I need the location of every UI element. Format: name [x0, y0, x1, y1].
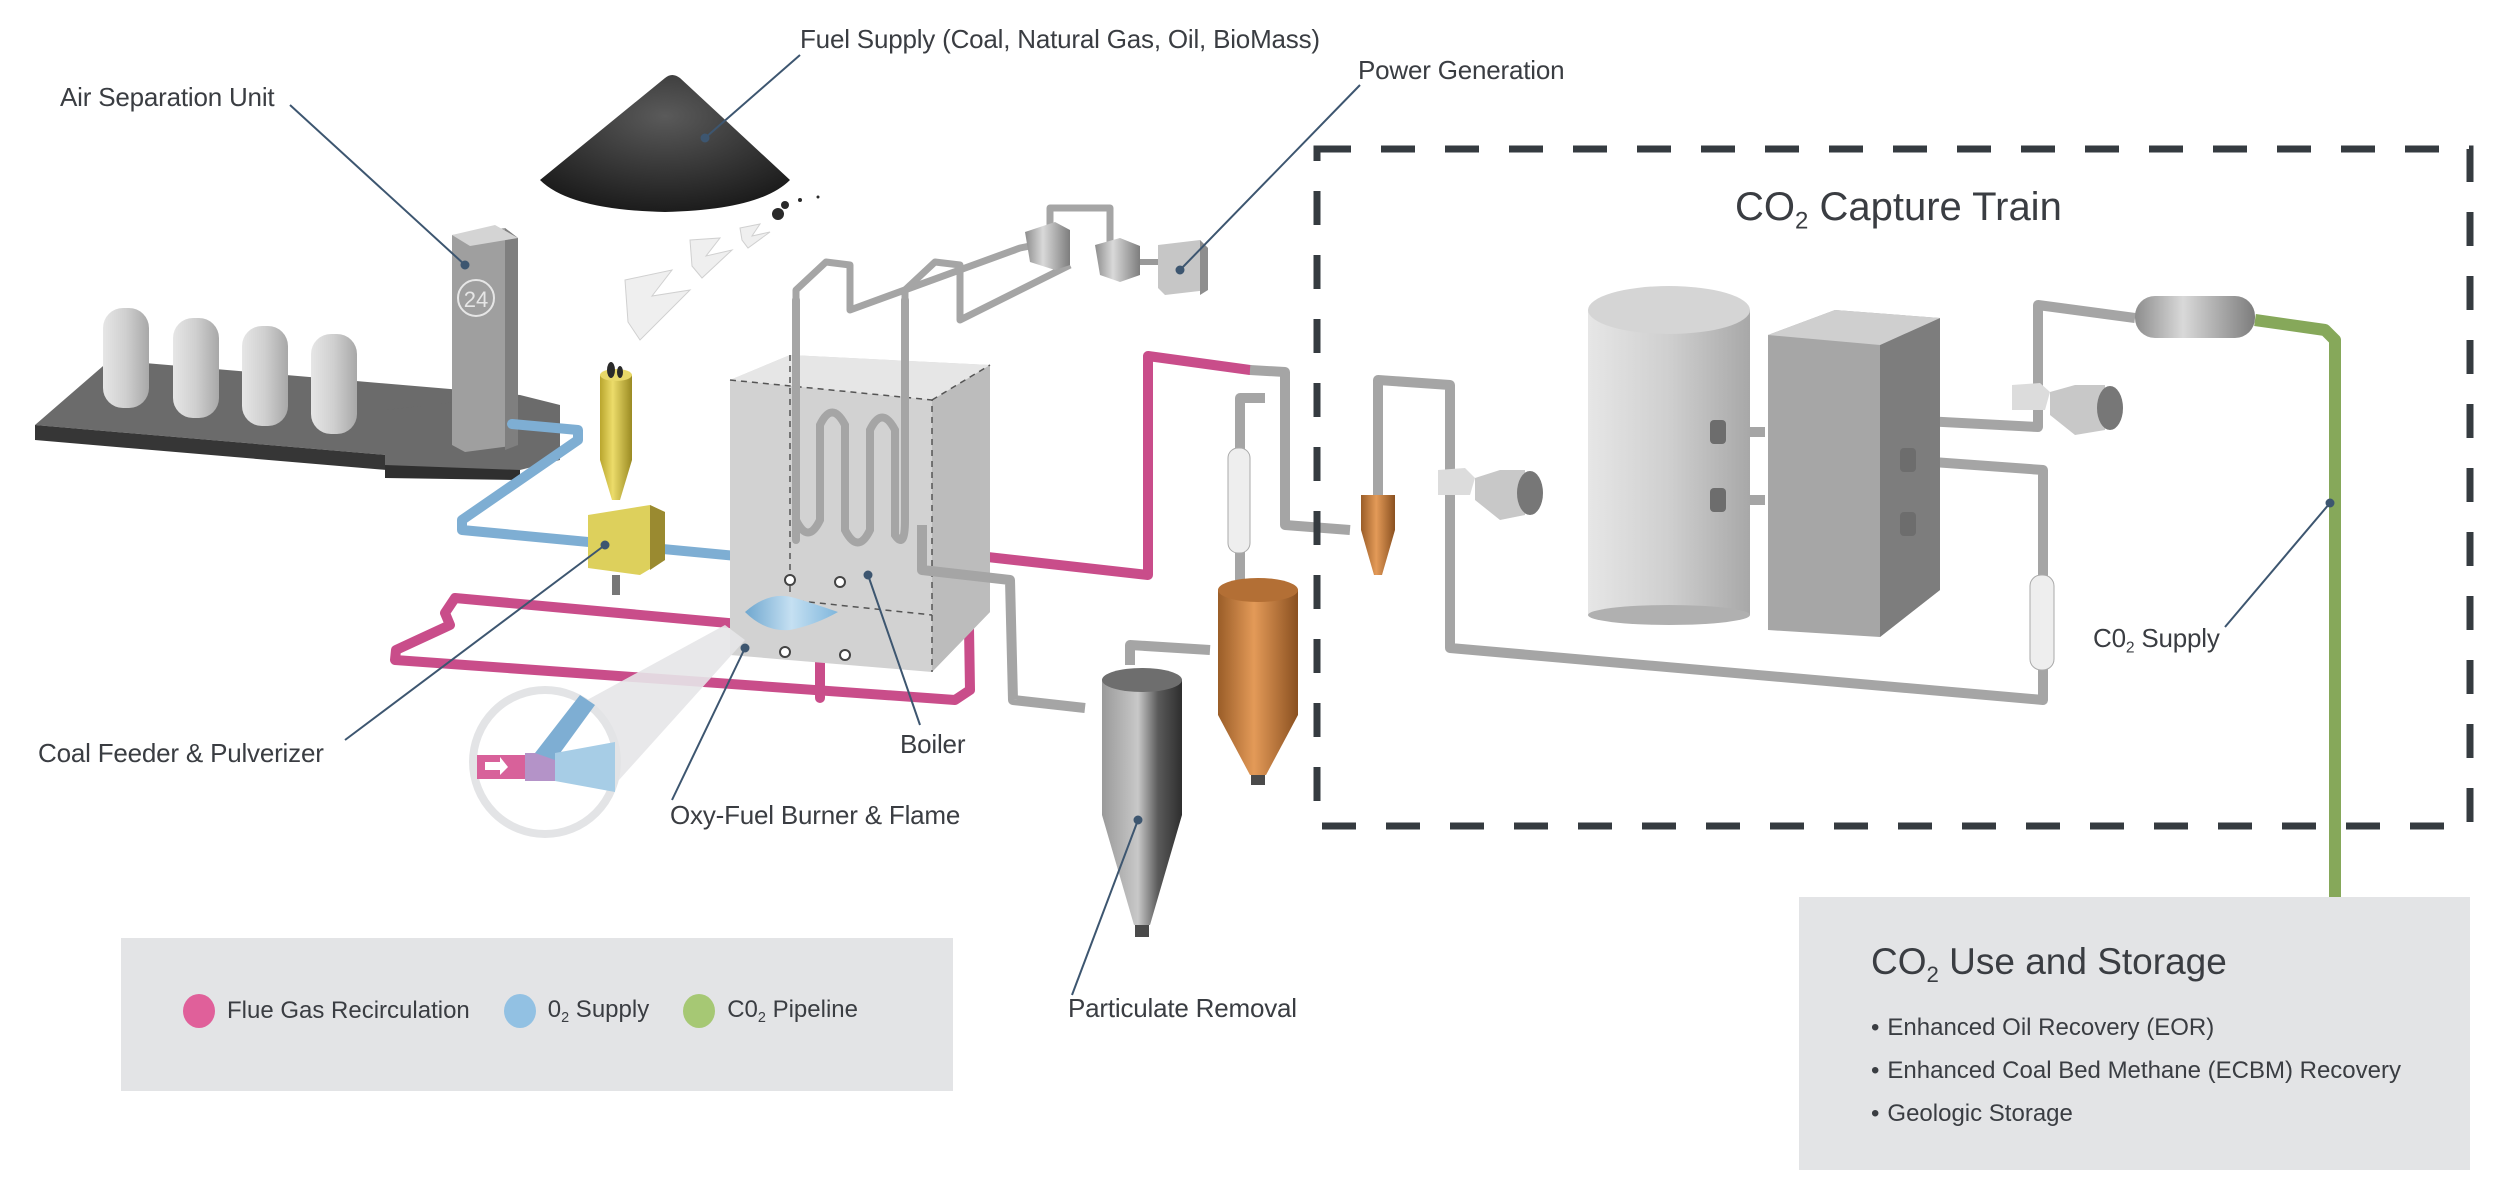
capture-train-equipment: [1438, 286, 2255, 705]
coal-feeder-pulverizer: [588, 362, 665, 595]
boiler-steam-tubes: [792, 296, 909, 547]
storage-title: CO2 Use and Storage: [1871, 941, 2227, 988]
capture-train-title-prefix: CO: [1735, 185, 1795, 229]
legend-item-o2-supply: 02 Supply: [503, 994, 649, 1028]
co2-pipeline-swatch-icon: [683, 994, 716, 1028]
absorber-column: [1588, 286, 1750, 625]
storage-tanks: [103, 308, 357, 434]
legend-label-suffix: Pipeline: [765, 995, 858, 1023]
legend-label: Flue Gas Recirculation: [227, 997, 470, 1024]
co2-supply-label: C02 Supply: [2093, 623, 2220, 657]
co2-compressor-vessel: [2135, 296, 2255, 338]
boiler: [729, 296, 991, 672]
capture-compressors: [1438, 383, 2123, 520]
air-separation-unit-label: Air Separation Unit: [60, 82, 275, 112]
storage-list-item: Enhanced Oil Recovery (EOR): [1871, 1013, 2401, 1056]
capture-train-title-sub: 2: [1795, 207, 1809, 235]
fuel-supply-pile: [540, 75, 820, 220]
co2-pipeline: [2254, 314, 2352, 950]
coal-feeder-label: Coal Feeder & Pulverizer: [38, 738, 324, 768]
legend-item-co2-pipeline: C02 Pipeline: [683, 994, 858, 1028]
capture-train-title: CO2 Capture Train: [1735, 185, 2062, 235]
storage-list-item: Geologic Storage: [1871, 1099, 2401, 1142]
legend-label: C02 Pipeline: [727, 996, 858, 1026]
legend-label-prefix: C0: [727, 995, 758, 1023]
co2-supply-prefix: C0: [2093, 623, 2126, 653]
turbines-generator: [1025, 222, 1208, 295]
stripper-column: [1768, 310, 1940, 637]
o2-supply-swatch-icon: [503, 994, 536, 1028]
legend-label-prefix: 0: [547, 995, 562, 1023]
asu-badge: 24: [464, 287, 488, 312]
boiler-label: Boiler: [900, 729, 966, 759]
legend-items: Flue Gas Recirculation 02 Supply C02 Pip…: [183, 994, 892, 1028]
co2-supply-sub: 2: [2125, 639, 2135, 657]
storage-title-prefix: CO: [1871, 941, 1927, 982]
small-copper-cyclone: [1361, 495, 1395, 575]
storage-title-suffix: Use and Storage: [1938, 941, 2227, 982]
legend-label-sub: 2: [561, 1010, 570, 1027]
air-separation-unit: 24: [35, 225, 560, 480]
legend-item-flue-gas-recirculation: Flue Gas Recirculation: [183, 994, 470, 1028]
fuel-supply-label: Fuel Supply (Coal, Natural Gas, Oil, Bio…: [800, 24, 1320, 54]
flue-gas-swatch-icon: [183, 994, 215, 1028]
particulate-removal-cyclone: [1102, 668, 1182, 937]
fuel-flow-arrows: [624, 223, 771, 341]
legend-label-suffix: Supply: [569, 995, 650, 1023]
nozzles: [1710, 420, 1916, 536]
asu-column: 24: [452, 225, 518, 452]
burner-flame: [745, 595, 838, 631]
storage-list-item: Enhanced Coal Bed Methane (ECBM) Recover…: [1871, 1056, 2401, 1099]
legend: Flue Gas Recirculation 02 Supply C02 Pip…: [121, 938, 953, 1091]
oxy-fuel-burner-label: Oxy-Fuel Burner & Flame: [670, 800, 961, 830]
burner-detail-inset: [469, 625, 745, 838]
legend-label-sub: 2: [757, 1010, 766, 1027]
leader-lines: [289, 54, 2335, 996]
storage-title-sub: 2: [1926, 961, 1939, 987]
steam-lines: [792, 204, 1114, 324]
legend-label: 02 Supply: [548, 996, 649, 1026]
copper-cyclone: [1218, 447, 1298, 785]
heat-exchanger: [2029, 574, 2055, 671]
power-generation-label: Power Generation: [1358, 55, 1565, 85]
co2-supply-suffix: Supply: [2134, 623, 2220, 653]
co2-use-storage-panel: CO2 Use and Storage Enhanced Oil Recover…: [1799, 897, 2470, 1170]
capture-train-title-suffix: Capture Train: [1808, 185, 2062, 229]
storage-list: Enhanced Oil Recovery (EOR) Enhanced Coa…: [1871, 1013, 2401, 1142]
capture-train-boundary: [1313, 145, 2474, 830]
particulate-removal-label: Particulate Removal: [1068, 993, 1297, 1023]
